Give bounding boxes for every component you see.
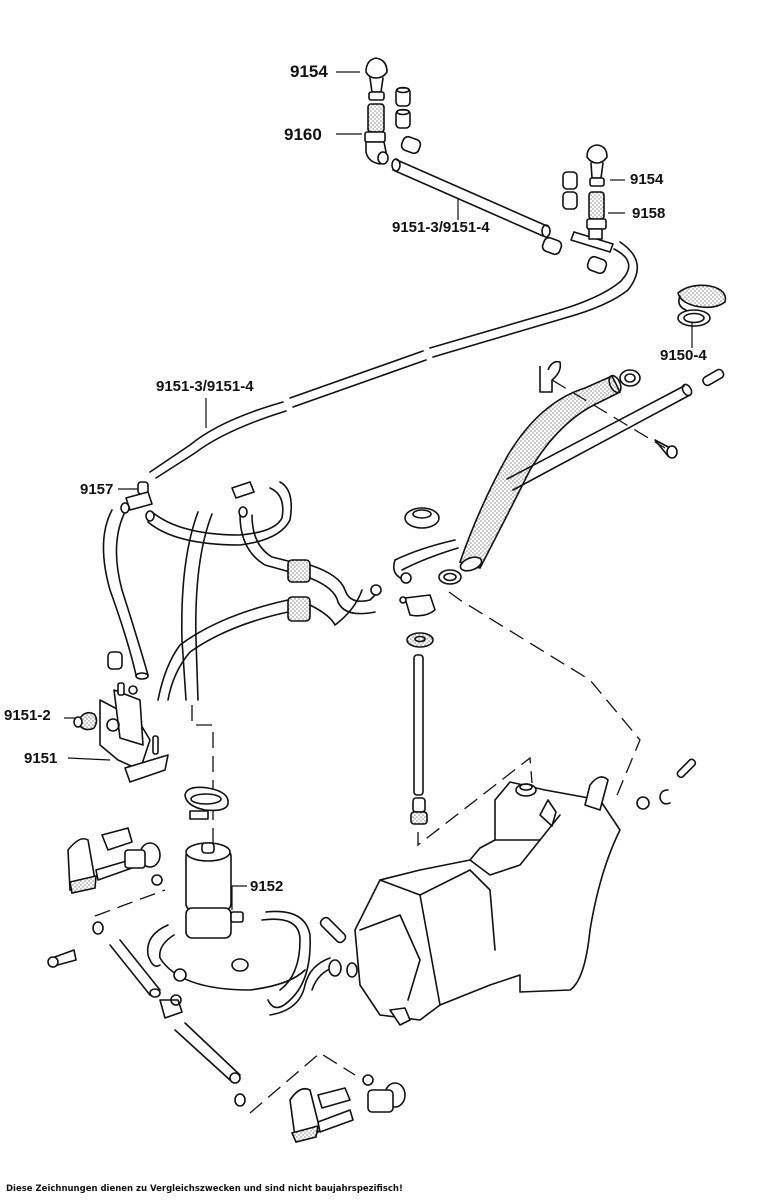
part-label-9160: 9160	[284, 125, 322, 144]
part-label-9151: 9151	[24, 750, 58, 767]
washer-tank	[354, 776, 621, 1026]
screw-upper	[654, 439, 678, 459]
filler-neck-hose	[458, 374, 622, 572]
hose-left-long	[102, 509, 149, 680]
dash-nozzle-left	[94, 889, 166, 917]
washer-screw-set	[636, 758, 697, 810]
part-label-9154-right: 9154	[630, 171, 664, 188]
filter-9160	[364, 103, 389, 165]
ring-nut-upper	[404, 507, 440, 529]
part-label-9151-3-top: 9151-3/9151-4	[392, 219, 490, 236]
bracket-clip	[539, 360, 562, 393]
dash-clamp-tank	[448, 591, 641, 801]
ring-nut-lower	[328, 959, 358, 978]
level-sensor	[399, 594, 436, 825]
part-label-9151-3-mid: 9151-3/9151-4	[156, 378, 254, 395]
hose-clamp-lower	[438, 569, 462, 585]
part-label-9151-2: 9151-2	[4, 707, 51, 724]
washer-pump-9151	[99, 682, 169, 783]
dash-bracket-screw	[551, 379, 666, 449]
filler-cap-9150-4	[677, 284, 727, 327]
part-label-9150-4: 9150-4	[660, 347, 707, 364]
pump-filter-9151-2	[73, 711, 98, 731]
sleeve-left	[107, 651, 123, 670]
dash-sensor-tank	[417, 756, 533, 847]
part-label-9157: 9157	[80, 481, 114, 498]
sleeves-top	[395, 86, 422, 155]
hose-top-straight	[391, 158, 551, 238]
screw-left	[47, 949, 77, 968]
nozzle-top-left	[365, 57, 388, 101]
hose-lower-left	[92, 921, 246, 1107]
overflow-tube	[506, 368, 725, 491]
bolt-right	[319, 916, 347, 944]
part-label-9154-top: 9154	[290, 62, 328, 81]
hose-clamp-upper	[619, 369, 641, 387]
nozzle-top-right	[586, 144, 608, 187]
hose-clamp-pump	[184, 786, 229, 820]
leader-lines	[64, 71, 693, 910]
nozzle-assembly-left	[67, 827, 163, 894]
hose-center-s	[157, 514, 459, 701]
t-connector-9157	[120, 481, 155, 522]
disclaimer-text: Diese Zeichnungen dienen zu Vergleichszw…	[6, 1184, 403, 1194]
hose-t-right	[147, 481, 293, 546]
dash-pump-lines	[191, 705, 214, 855]
hose-long-upper	[149, 241, 638, 479]
nozzle-assembly-lower	[289, 1074, 406, 1143]
sleeves-right	[541, 171, 608, 275]
dash-nozzle-lower	[249, 1052, 356, 1114]
hoses-pump-loop	[146, 910, 336, 1016]
hose-center-vertical	[181, 511, 213, 701]
filter-9158	[570, 191, 614, 253]
part-label-9158: 9158	[632, 205, 666, 222]
pump-9152	[185, 842, 244, 939]
part-label-9152: 9152	[250, 878, 284, 895]
